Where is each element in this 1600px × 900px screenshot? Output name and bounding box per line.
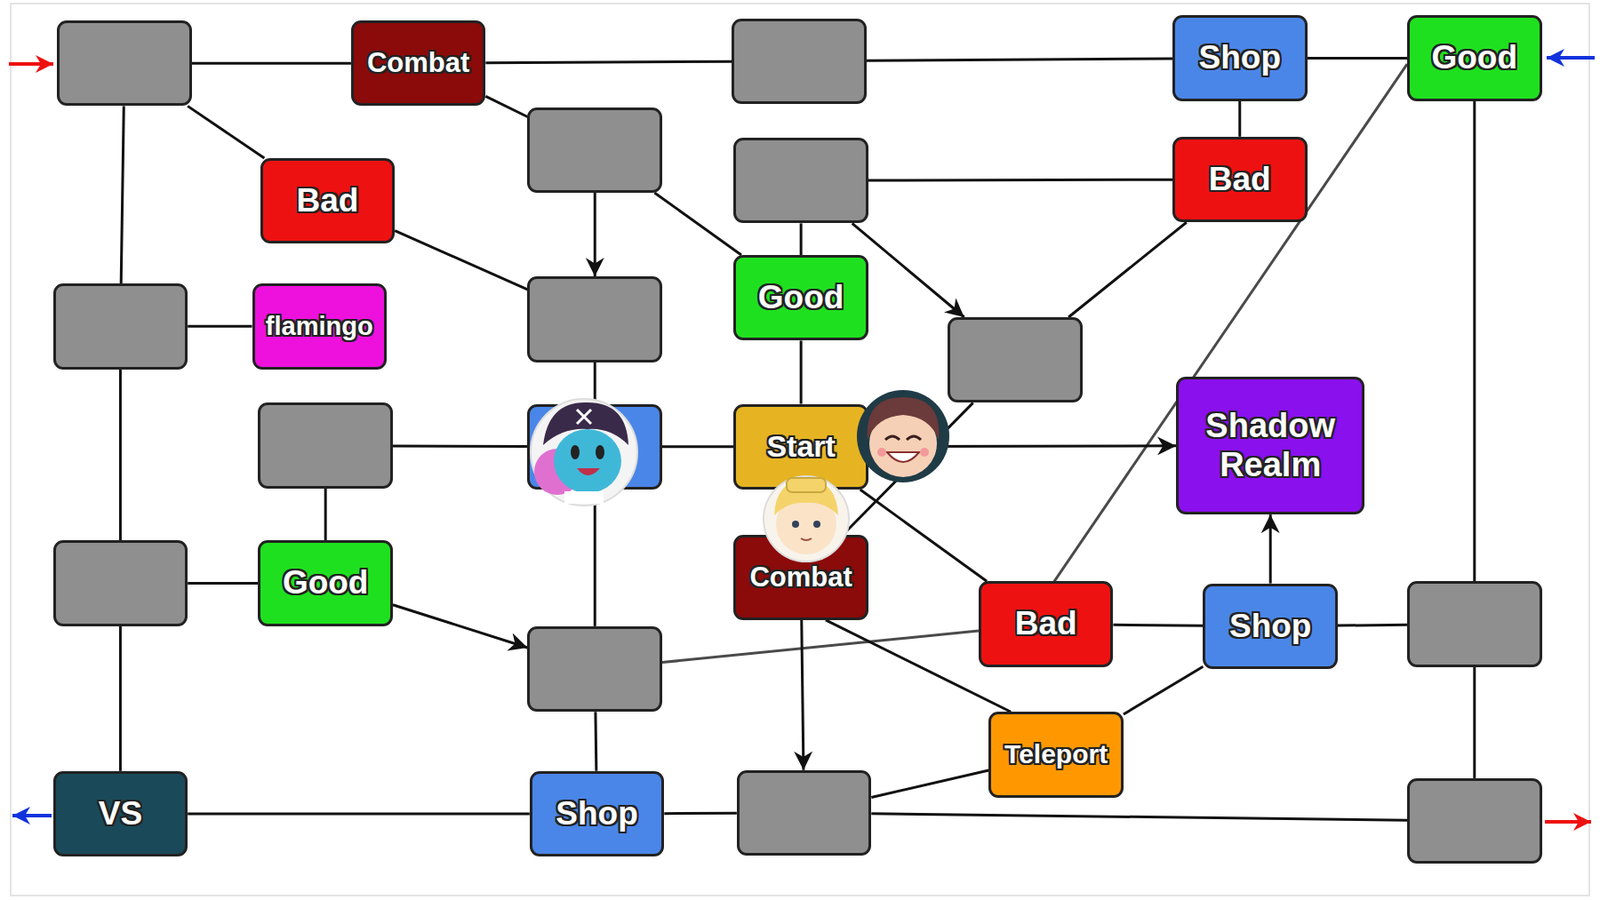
- path-line: [485, 96, 528, 117]
- player-space: [527, 404, 663, 490]
- good-space: Good: [1407, 15, 1543, 101]
- empty-space: [736, 770, 872, 856]
- path-line: [1472, 101, 1476, 583]
- path-line: [662, 631, 979, 663]
- empty-space: [731, 18, 867, 104]
- empty-space: [257, 402, 393, 488]
- space-label: Good: [758, 279, 845, 318]
- path-line: [662, 445, 734, 448]
- path-line: [1238, 101, 1241, 137]
- path-line: [1112, 624, 1203, 628]
- path-line: [800, 340, 803, 404]
- exit-arrow: [1544, 820, 1592, 824]
- empty-space: [947, 317, 1083, 403]
- space-label: Shop: [1199, 39, 1281, 78]
- combat-space: Combat: [351, 20, 487, 106]
- path-line: [187, 325, 252, 328]
- path-line: [860, 489, 988, 582]
- path-arrow: [1269, 514, 1272, 584]
- empty-space: [527, 276, 663, 362]
- path-line: [392, 444, 528, 448]
- bad-space: Bad: [978, 581, 1114, 667]
- path-arrow: [868, 444, 1176, 448]
- path-line: [868, 178, 1173, 183]
- path-line: [871, 770, 989, 798]
- shop-space: Shop: [1172, 15, 1308, 101]
- empty-space: [1407, 778, 1543, 864]
- path-line: [593, 362, 597, 405]
- path-line: [1337, 624, 1408, 628]
- player-avatar: [530, 399, 638, 506]
- path-line: [187, 105, 264, 159]
- entry-arrow: [1546, 56, 1595, 60]
- shop-space: Shop: [1202, 584, 1338, 670]
- path-line: [593, 712, 598, 772]
- space-label: Start: [766, 429, 835, 464]
- player-avatar: [856, 390, 950, 483]
- path-line: [187, 813, 530, 816]
- empty-space: [53, 540, 189, 626]
- player-avatar: [763, 476, 849, 562]
- shadow-realm-space: Shadow Realm: [1176, 376, 1365, 515]
- frame: [10, 3, 1590, 896]
- bad-space: Bad: [260, 158, 396, 244]
- good-space: Good: [257, 540, 393, 626]
- path-line: [593, 489, 597, 627]
- path-line: [1123, 666, 1204, 715]
- path-line: [119, 369, 122, 542]
- space-label: Good: [1431, 39, 1518, 78]
- space-label: VS: [98, 795, 143, 834]
- path-line: [187, 582, 258, 585]
- path-line: [192, 62, 352, 65]
- versus-space: VS: [53, 771, 189, 857]
- teleport-space: Teleport: [988, 712, 1124, 798]
- path-arrow: [392, 605, 528, 648]
- start-space: Start: [733, 404, 869, 490]
- empty-space: [56, 20, 192, 106]
- space-label: flamingo: [265, 312, 374, 342]
- path-line: [485, 61, 732, 63]
- space-label: Shadow Realm: [1186, 407, 1354, 485]
- path-line: [1472, 667, 1476, 779]
- flamingo-space: flamingo: [252, 283, 388, 369]
- path-line: [324, 488, 328, 542]
- space-label: Shop: [1229, 608, 1312, 647]
- space-label: Combat: [367, 47, 470, 80]
- path-line: [1068, 222, 1187, 318]
- space-label: Good: [282, 564, 369, 603]
- empty-space: [1407, 581, 1543, 667]
- space-label: Bad: [1015, 605, 1078, 644]
- path-line: [1307, 56, 1408, 60]
- space-label: Bad: [296, 182, 360, 221]
- path-arrow: [593, 192, 597, 277]
- empty-space: [53, 283, 189, 369]
- path-line: [394, 231, 528, 290]
- path-line: [654, 192, 742, 256]
- empty-space: [527, 107, 663, 193]
- bad-space: Bad: [1172, 136, 1308, 223]
- path-line: [119, 626, 122, 772]
- path-line: [1054, 64, 1408, 582]
- path-arrow: [852, 223, 965, 318]
- path-arrow: [801, 620, 804, 771]
- empty-space: [733, 137, 869, 224]
- exit-arrow: [12, 814, 52, 818]
- combat-space: Combat: [733, 535, 869, 621]
- path-line: [871, 814, 1408, 821]
- space-label: Bad: [1208, 160, 1272, 200]
- good-space: Good: [733, 255, 869, 341]
- space-label: Shop: [555, 795, 638, 834]
- empty-space: [527, 626, 663, 712]
- space-label: Teleport: [1004, 739, 1108, 771]
- space-label: Combat: [749, 561, 852, 594]
- path-line: [664, 812, 737, 816]
- path-line: [800, 223, 803, 256]
- path-line: [866, 58, 1173, 61]
- shop-space: Shop: [529, 771, 665, 857]
- entry-arrow: [8, 62, 54, 66]
- path-line: [120, 105, 124, 284]
